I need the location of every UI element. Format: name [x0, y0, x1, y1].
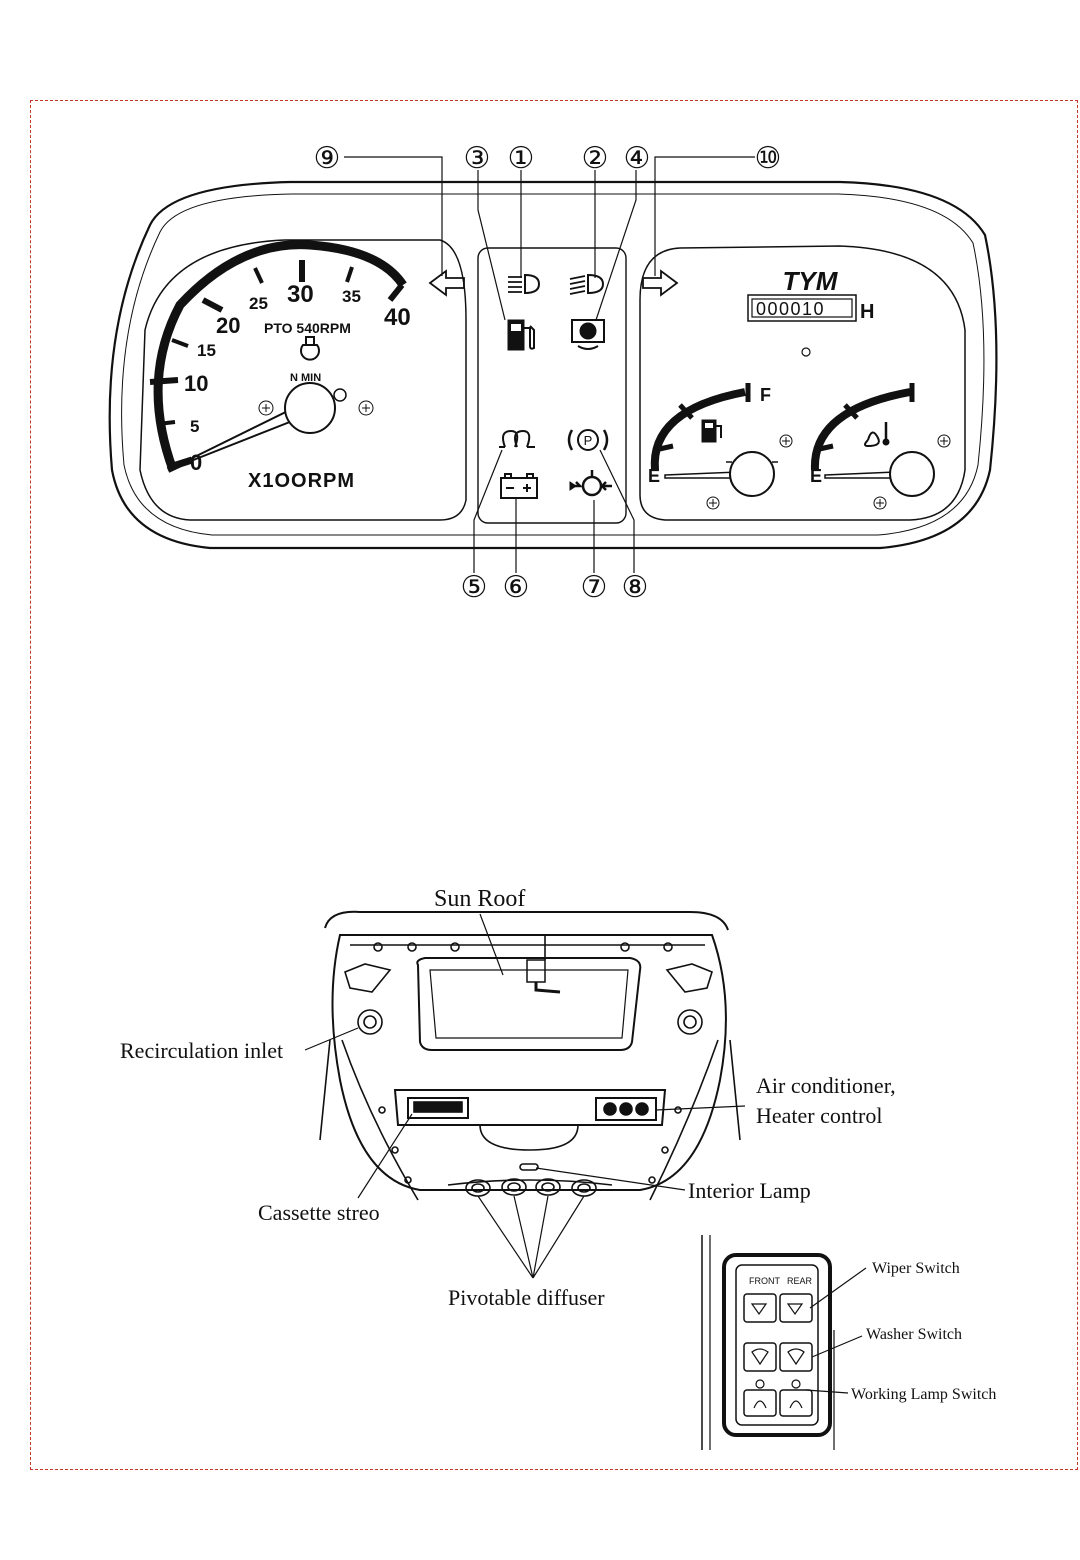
callout-2: ②: [582, 142, 609, 175]
n-min-label: N MIN: [290, 372, 321, 384]
tach-tick-25: 25: [249, 294, 268, 313]
tach-tick-5: 5: [190, 417, 199, 436]
label-air-conditioner: Air conditioner,: [756, 1073, 896, 1098]
svg-text:P: P: [584, 433, 593, 448]
callout-3: ③: [464, 142, 491, 175]
callout-1: ①: [508, 142, 535, 175]
cab-labels: Sun Roof Recirculation inlet Air conditi…: [120, 886, 896, 1310]
label-rear: REAR: [787, 1276, 813, 1286]
tach-tick-0: 0: [190, 450, 202, 475]
rpm-unit-label: X1OORPM: [248, 470, 355, 492]
switch-panel-labels: FRONT REAR Wiper Switch Washer Switch Wo…: [749, 1260, 996, 1403]
callout-6: ⑥: [503, 571, 530, 604]
hourmeter-digits: 000010: [756, 299, 825, 319]
fuel-empty-label: E: [648, 466, 660, 486]
label-heater-control: Heater control: [756, 1103, 882, 1128]
fuel-full-label: F: [760, 385, 771, 405]
label-washer-switch: Washer Switch: [866, 1326, 962, 1343]
label-pivotable-diffuser: Pivotable diffuser: [448, 1285, 605, 1310]
label-cassette-stereo: Cassette streo: [258, 1200, 380, 1225]
label-working-lamp-switch: Working Lamp Switch: [851, 1386, 996, 1403]
callout-4: ④: [624, 142, 651, 175]
tach-tick-35: 35: [342, 287, 361, 306]
callout-8: ⑧: [622, 571, 649, 604]
tach-tick-30: 30: [287, 281, 314, 308]
callout-5: ⑤: [461, 571, 488, 604]
callout-9: ⑨: [314, 142, 341, 175]
tach-tick-15: 15: [197, 341, 216, 360]
callout-7: ⑦: [581, 571, 608, 604]
label-front: FRONT: [749, 1276, 780, 1286]
label-recirculation-inlet: Recirculation inlet: [120, 1038, 283, 1063]
tach-tick-40: 40: [384, 304, 411, 331]
switch-panel-drawing: [702, 1235, 866, 1450]
label-interior-lamp: Interior Lamp: [688, 1178, 811, 1203]
brand-logo: TYM: [783, 266, 839, 296]
label-sun-roof: Sun Roof: [434, 886, 525, 912]
label-wiper-switch: Wiper Switch: [872, 1260, 960, 1277]
callout-10: ⑩: [755, 142, 782, 175]
instrument-cluster: P: [110, 157, 997, 573]
temp-cold-label: E: [810, 466, 822, 486]
hourmeter-unit: H: [860, 301, 874, 323]
tach-tick-10: 10: [184, 371, 208, 396]
pto-label: PTO 540RPM: [264, 320, 351, 336]
tach-tick-20: 20: [216, 313, 240, 338]
